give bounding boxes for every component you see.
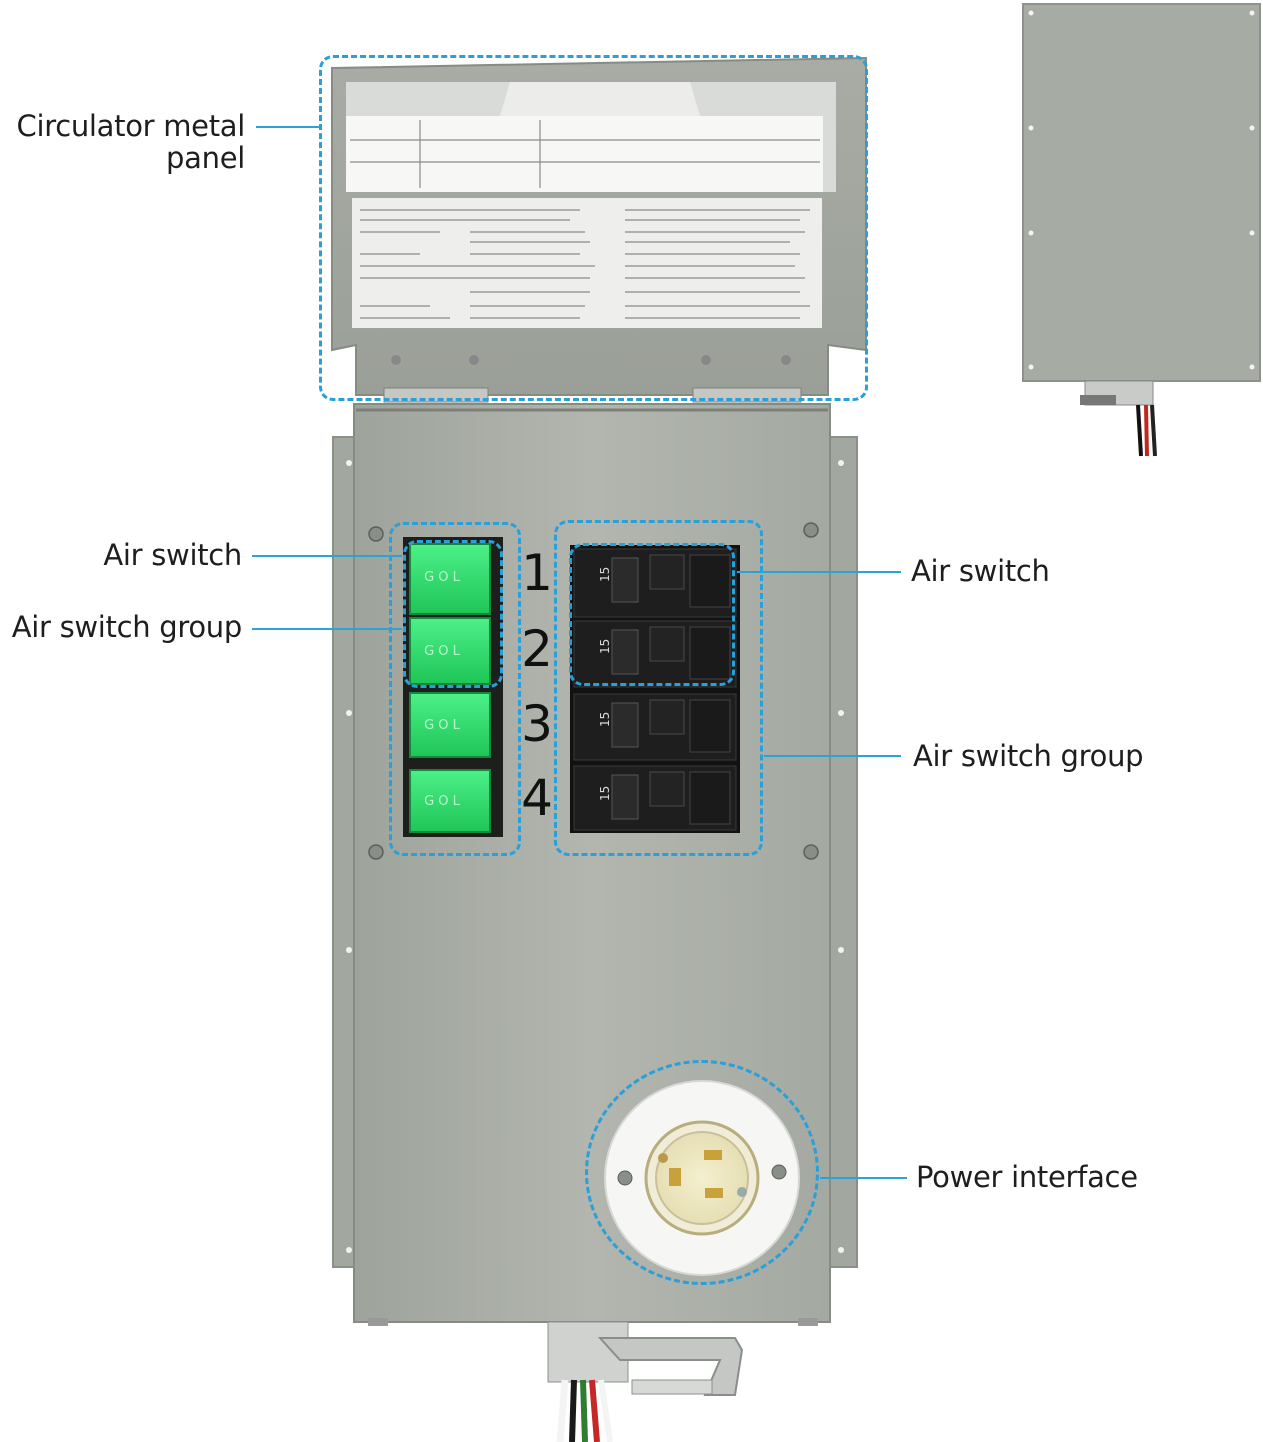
rocker-text-3: G O L: [424, 718, 461, 733]
lid-callout-outline: [319, 55, 868, 401]
rocker-text-4: G O L: [424, 794, 461, 809]
power-leader-line: [820, 1177, 907, 1179]
circuit-number-4: 4: [521, 769, 553, 827]
power-inlet-callout-outline: [585, 1060, 819, 1285]
conduit-and-wires: [547, 1321, 744, 1442]
breaker-rating-1: 15: [598, 567, 612, 582]
rocker-group-callout-outline: [389, 522, 521, 856]
inset-enclosure: [1022, 3, 1261, 457]
circuit-number-3: 3: [521, 695, 553, 753]
rocker-switch-1: [409, 543, 491, 615]
circuit-number-2: 2: [521, 620, 553, 678]
power-interface-label: Power interface: [916, 1160, 1138, 1194]
breaker-rating-2: 15: [598, 639, 612, 654]
circuit-numbers: 1 2 3 4: [521, 544, 553, 827]
lid-label: Circulator metal panel: [0, 109, 246, 175]
rocker-switch-4: [409, 769, 491, 833]
left-switch-leader-line: [252, 555, 402, 557]
right-group-leader-line: [764, 755, 901, 757]
breaker-2: [573, 620, 737, 688]
lid-label-line-1: Circulator metal: [16, 109, 246, 143]
right-group-label: Air switch group: [913, 739, 1144, 773]
left-group-leader-line: [252, 628, 402, 630]
rocker-text-1: G O L: [424, 570, 461, 585]
label-text-lines: [350, 120, 820, 319]
rocker-switch-3: [409, 692, 491, 758]
breaker-callout-outline: [569, 543, 735, 686]
lid: [331, 56, 867, 403]
right-switch-leader-line: [737, 571, 901, 573]
circuit-number-1: 1: [521, 544, 553, 602]
rocker-switches: G O L G O L G O L G O L: [403, 537, 503, 837]
left-group-label: Air switch group: [11, 610, 243, 644]
left-switch-label: Air switch: [103, 538, 242, 572]
breaker-4: [573, 765, 737, 831]
breaker-rating-3: 15: [598, 712, 612, 727]
right-switch-label: Air switch: [911, 554, 1050, 588]
circuit-breakers: 15 15 15 15: [570, 545, 740, 833]
breaker-3: [573, 693, 737, 761]
lid-label-line-2: panel: [166, 141, 245, 175]
breaker-rating-4: 15: [598, 786, 612, 801]
breaker-1: [573, 548, 737, 618]
lid-leader-line: [256, 126, 321, 128]
rocker-text-2: G O L: [424, 644, 461, 659]
breaker-group-callout-outline: [554, 520, 763, 856]
rocker-switch-2: [409, 617, 491, 685]
panel-screws: [368, 522, 819, 860]
rocker-switch-callout-outline: [403, 540, 503, 688]
